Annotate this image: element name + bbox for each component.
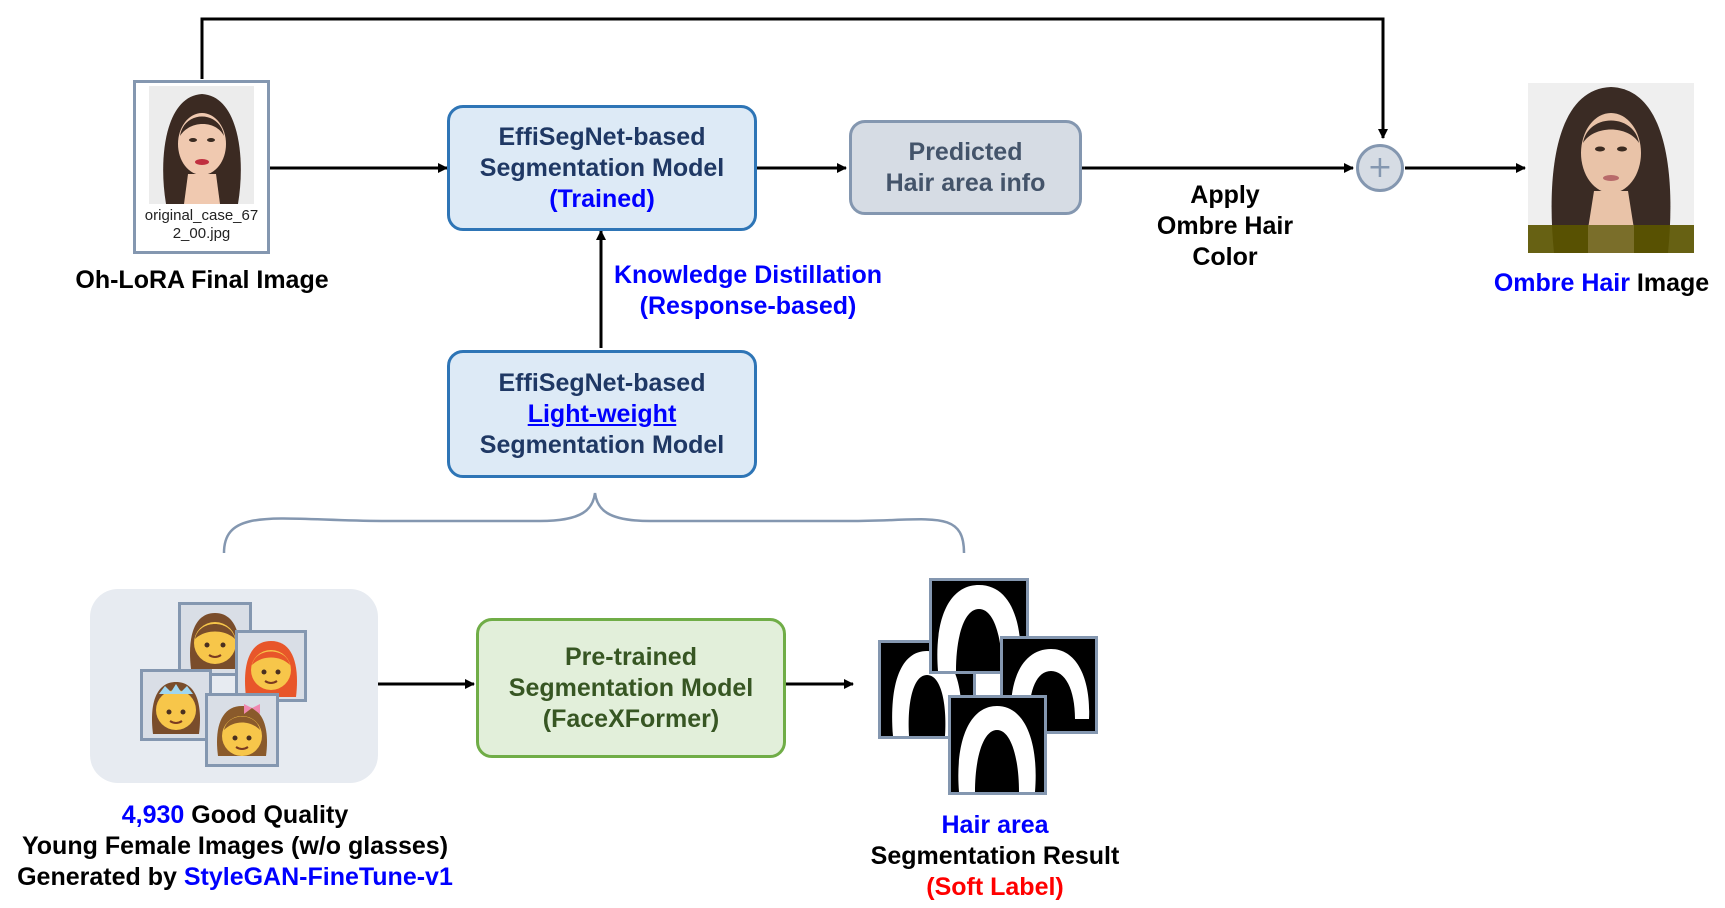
light-model-line1: EffiSegNet-based bbox=[498, 368, 706, 397]
dataset-panel bbox=[90, 589, 378, 783]
skip-connection-line bbox=[200, 17, 1388, 139]
output-caption: Ombre Hair Image bbox=[1478, 268, 1725, 299]
input-filename-line2: 2_00.jpg bbox=[172, 225, 231, 242]
predicted-hair-box: Predicted Hair area info bbox=[849, 120, 1082, 215]
trained-model-line2: Segmentation Model bbox=[479, 153, 725, 182]
light-model-line3: Segmentation Model bbox=[479, 430, 725, 459]
princess-emoji bbox=[151, 682, 201, 734]
girl-emoji bbox=[217, 704, 267, 756]
distillation-line2: (Response-based) bbox=[639, 292, 857, 320]
predicted-line1: Predicted bbox=[908, 137, 1023, 166]
apply-line2: Ombre Hair bbox=[1156, 212, 1294, 240]
trained-model-box: EffiSegNet-based Segmentation Model (Tra… bbox=[447, 105, 757, 231]
apply-line3: Color bbox=[1192, 243, 1258, 271]
trained-model-line3: (Trained) bbox=[549, 184, 655, 213]
dataset-line1-rest: Good Quality bbox=[184, 801, 349, 829]
dataset-count: 4,930 bbox=[121, 801, 185, 829]
hair-mask-image-3 bbox=[1000, 636, 1098, 734]
ombre-hair-output-image bbox=[1528, 83, 1694, 253]
apply-ombre-label: Apply Ombre Hair Color bbox=[1120, 180, 1330, 273]
input-filename-line1: original_case_67 bbox=[144, 207, 259, 224]
pretrained-model-box: Pre-trained Segmentation Model (FaceXFor… bbox=[476, 618, 786, 758]
dataset-caption: 4,930 Good Quality Young Female Images (… bbox=[0, 800, 470, 893]
dataset-line3-highlight: StyleGAN-FineTune-v1 bbox=[183, 863, 453, 891]
distillation-label: Knowledge Distillation (Response-based) bbox=[598, 260, 898, 322]
input-caption: Oh-LoRA Final Image bbox=[75, 266, 329, 294]
hair-mask-image-4 bbox=[948, 695, 1047, 795]
dataset-line3-prefix: Generated by bbox=[17, 863, 184, 891]
pretrained-line1: Pre-trained bbox=[565, 642, 697, 671]
result-line3: (Soft Label) bbox=[926, 873, 1064, 901]
hair-mask-image-2 bbox=[929, 578, 1029, 674]
output-caption-highlight: Ombre Hair bbox=[1493, 269, 1630, 297]
light-weight-model-box: EffiSegNet-based Light-weight Segmentati… bbox=[447, 350, 757, 478]
result-line2: Segmentation Result bbox=[870, 842, 1120, 870]
trained-model-line1: EffiSegNet-based bbox=[498, 122, 706, 151]
curly-brace bbox=[222, 492, 966, 554]
input-image-frame: original_case_67 2_00.jpg bbox=[133, 80, 270, 254]
dataset-line3: Generated by StyleGAN-FineTune-v1 bbox=[0, 862, 470, 893]
dataset-image-3 bbox=[140, 669, 212, 741]
plus-symbol: + bbox=[1367, 150, 1393, 185]
dataset-line2: Young Female Images (w/o glasses) bbox=[21, 832, 449, 860]
dataset-image-2 bbox=[235, 630, 307, 702]
plus-icon: + bbox=[1356, 144, 1404, 192]
distillation-line1: Knowledge Distillation bbox=[613, 261, 883, 289]
pretrained-line3: (FaceXFormer) bbox=[542, 704, 720, 733]
light-model-line2: Light-weight bbox=[527, 399, 677, 428]
apply-line1: Apply bbox=[1190, 181, 1260, 209]
dataset-image-4 bbox=[205, 693, 279, 767]
output-caption-rest: Image bbox=[1629, 269, 1710, 297]
result-line1: Hair area bbox=[941, 811, 1049, 839]
girl-emoji bbox=[245, 641, 297, 697]
pretrained-line2: Segmentation Model bbox=[508, 673, 754, 702]
predicted-line2: Hair area info bbox=[885, 168, 1046, 197]
girl-emoji bbox=[190, 613, 240, 669]
woman-face-image bbox=[149, 86, 254, 204]
dataset-line1: 4,930 Good Quality bbox=[0, 800, 470, 831]
result-caption: Hair area Segmentation Result (Soft Labe… bbox=[845, 810, 1145, 903]
